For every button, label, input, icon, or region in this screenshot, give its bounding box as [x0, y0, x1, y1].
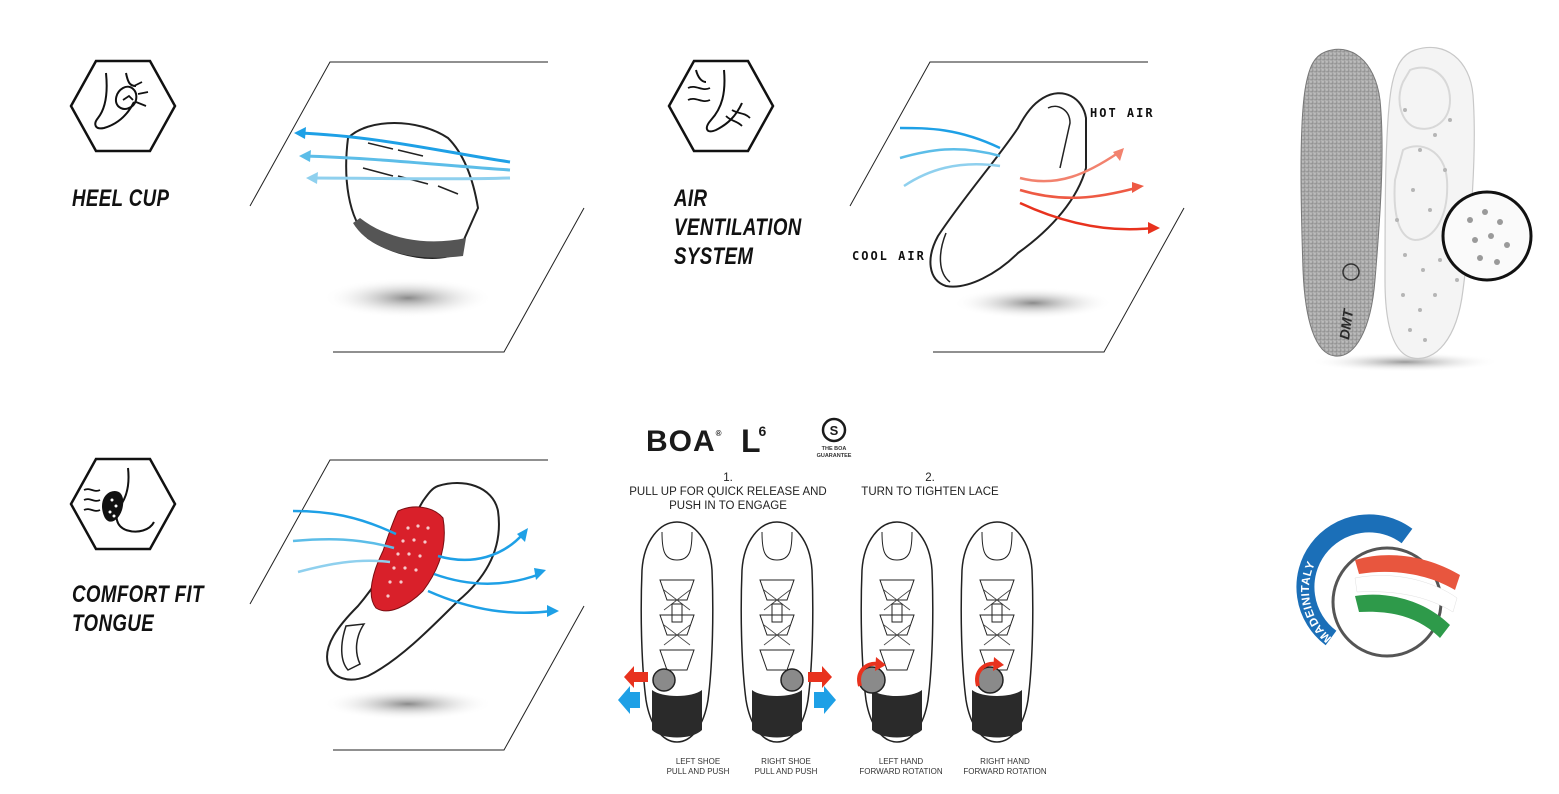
boa-caption-3: LEFT HAND FORWARD ROTATION [858, 757, 944, 776]
boa-caption-3-line1: LEFT HAND [878, 757, 924, 766]
boa-step1-line2: PUSH IN TO ENGAGE [669, 500, 787, 512]
made-in-italy-text: MADEINITALY [1300, 560, 1333, 645]
comfort-tongue-label-line2: TONGUE [72, 610, 155, 637]
boa-caption-2-line1: RIGHT SHOE [761, 757, 811, 766]
air-ventilation-label-line3: SYSTEM [674, 243, 754, 270]
insole-brand-text: DMT [1336, 307, 1356, 341]
boa-step2-line1: TURN TO TIGHTEN LACE [861, 486, 999, 498]
made-in-italy-badge: MADEINITALY [1296, 514, 1460, 658]
boa-l6-logo: L6 [741, 423, 768, 460]
boa-l6-number: 6 [758, 423, 767, 440]
comfort-tongue-label-line1: COMFORT FIT [72, 581, 204, 608]
air-ventilation-illustration [849, 61, 1185, 353]
boa-caption-2: RIGHT SHOE PULL AND PUSH [748, 757, 824, 776]
boa-caption-1-line1: LEFT SHOE [675, 757, 721, 766]
air-ventilation-label-line1: AIR [674, 185, 708, 212]
svg-text:MADEINITALY: MADEINITALY [1300, 560, 1334, 645]
boa-step1-text: 1. PULL UP FOR QUICK RELEASE AND PUSH IN… [628, 471, 828, 513]
boa-guarantee-line2: GUARANTEE [816, 452, 852, 459]
air-ventilation-hex-icon [667, 59, 775, 153]
insole-photo: DMT [1300, 46, 1533, 372]
boa-registered-mark: ® [715, 429, 723, 438]
boa-caption-4: RIGHT HAND FORWARD ROTATION [960, 757, 1050, 776]
air-ventilation-label-line2: VENTILATION [674, 214, 802, 241]
heel-cup-label: HEEL CUP [72, 185, 170, 212]
boa-caption-1: LEFT SHOE PULL AND PUSH [660, 757, 736, 776]
boa-step2-number: 2. [925, 472, 935, 484]
boa-step1-number: 1. [723, 472, 733, 484]
boa-caption-3-line2: FORWARD ROTATION [859, 766, 943, 776]
hot-air-label: HOT AIR [1090, 106, 1155, 120]
heel-cup-illustration [249, 61, 585, 353]
boa-logo-text: BOA [646, 425, 716, 458]
boa-caption-1-line2: PULL AND PUSH [666, 766, 730, 776]
comfort-tongue-hex-icon [69, 457, 177, 551]
boa-l6-letter: L [741, 423, 761, 459]
boa-guarantee-text: THE BOA GUARANTEE [810, 446, 858, 459]
boa-shoe-diagrams [618, 521, 1034, 743]
heel-cup-hex-icon [69, 59, 177, 153]
boa-step1-line1: PULL UP FOR QUICK RELEASE AND [629, 486, 827, 498]
svg-text:S: S [830, 423, 839, 438]
boa-caption-2-line2: PULL AND PUSH [754, 766, 818, 776]
boa-caption-4-line2: FORWARD ROTATION [963, 766, 1047, 776]
cool-air-label: COOL AIR [852, 249, 926, 263]
boa-caption-4-line1: RIGHT HAND [980, 757, 1030, 766]
boa-logo: BOA® [646, 425, 723, 459]
comfort-tongue-illustration [249, 459, 585, 751]
boa-step2-text: 2. TURN TO TIGHTEN LACE [850, 471, 1010, 499]
boa-guarantee-icon: S [821, 417, 847, 443]
boa-guarantee-line1: THE BOA [821, 446, 847, 452]
